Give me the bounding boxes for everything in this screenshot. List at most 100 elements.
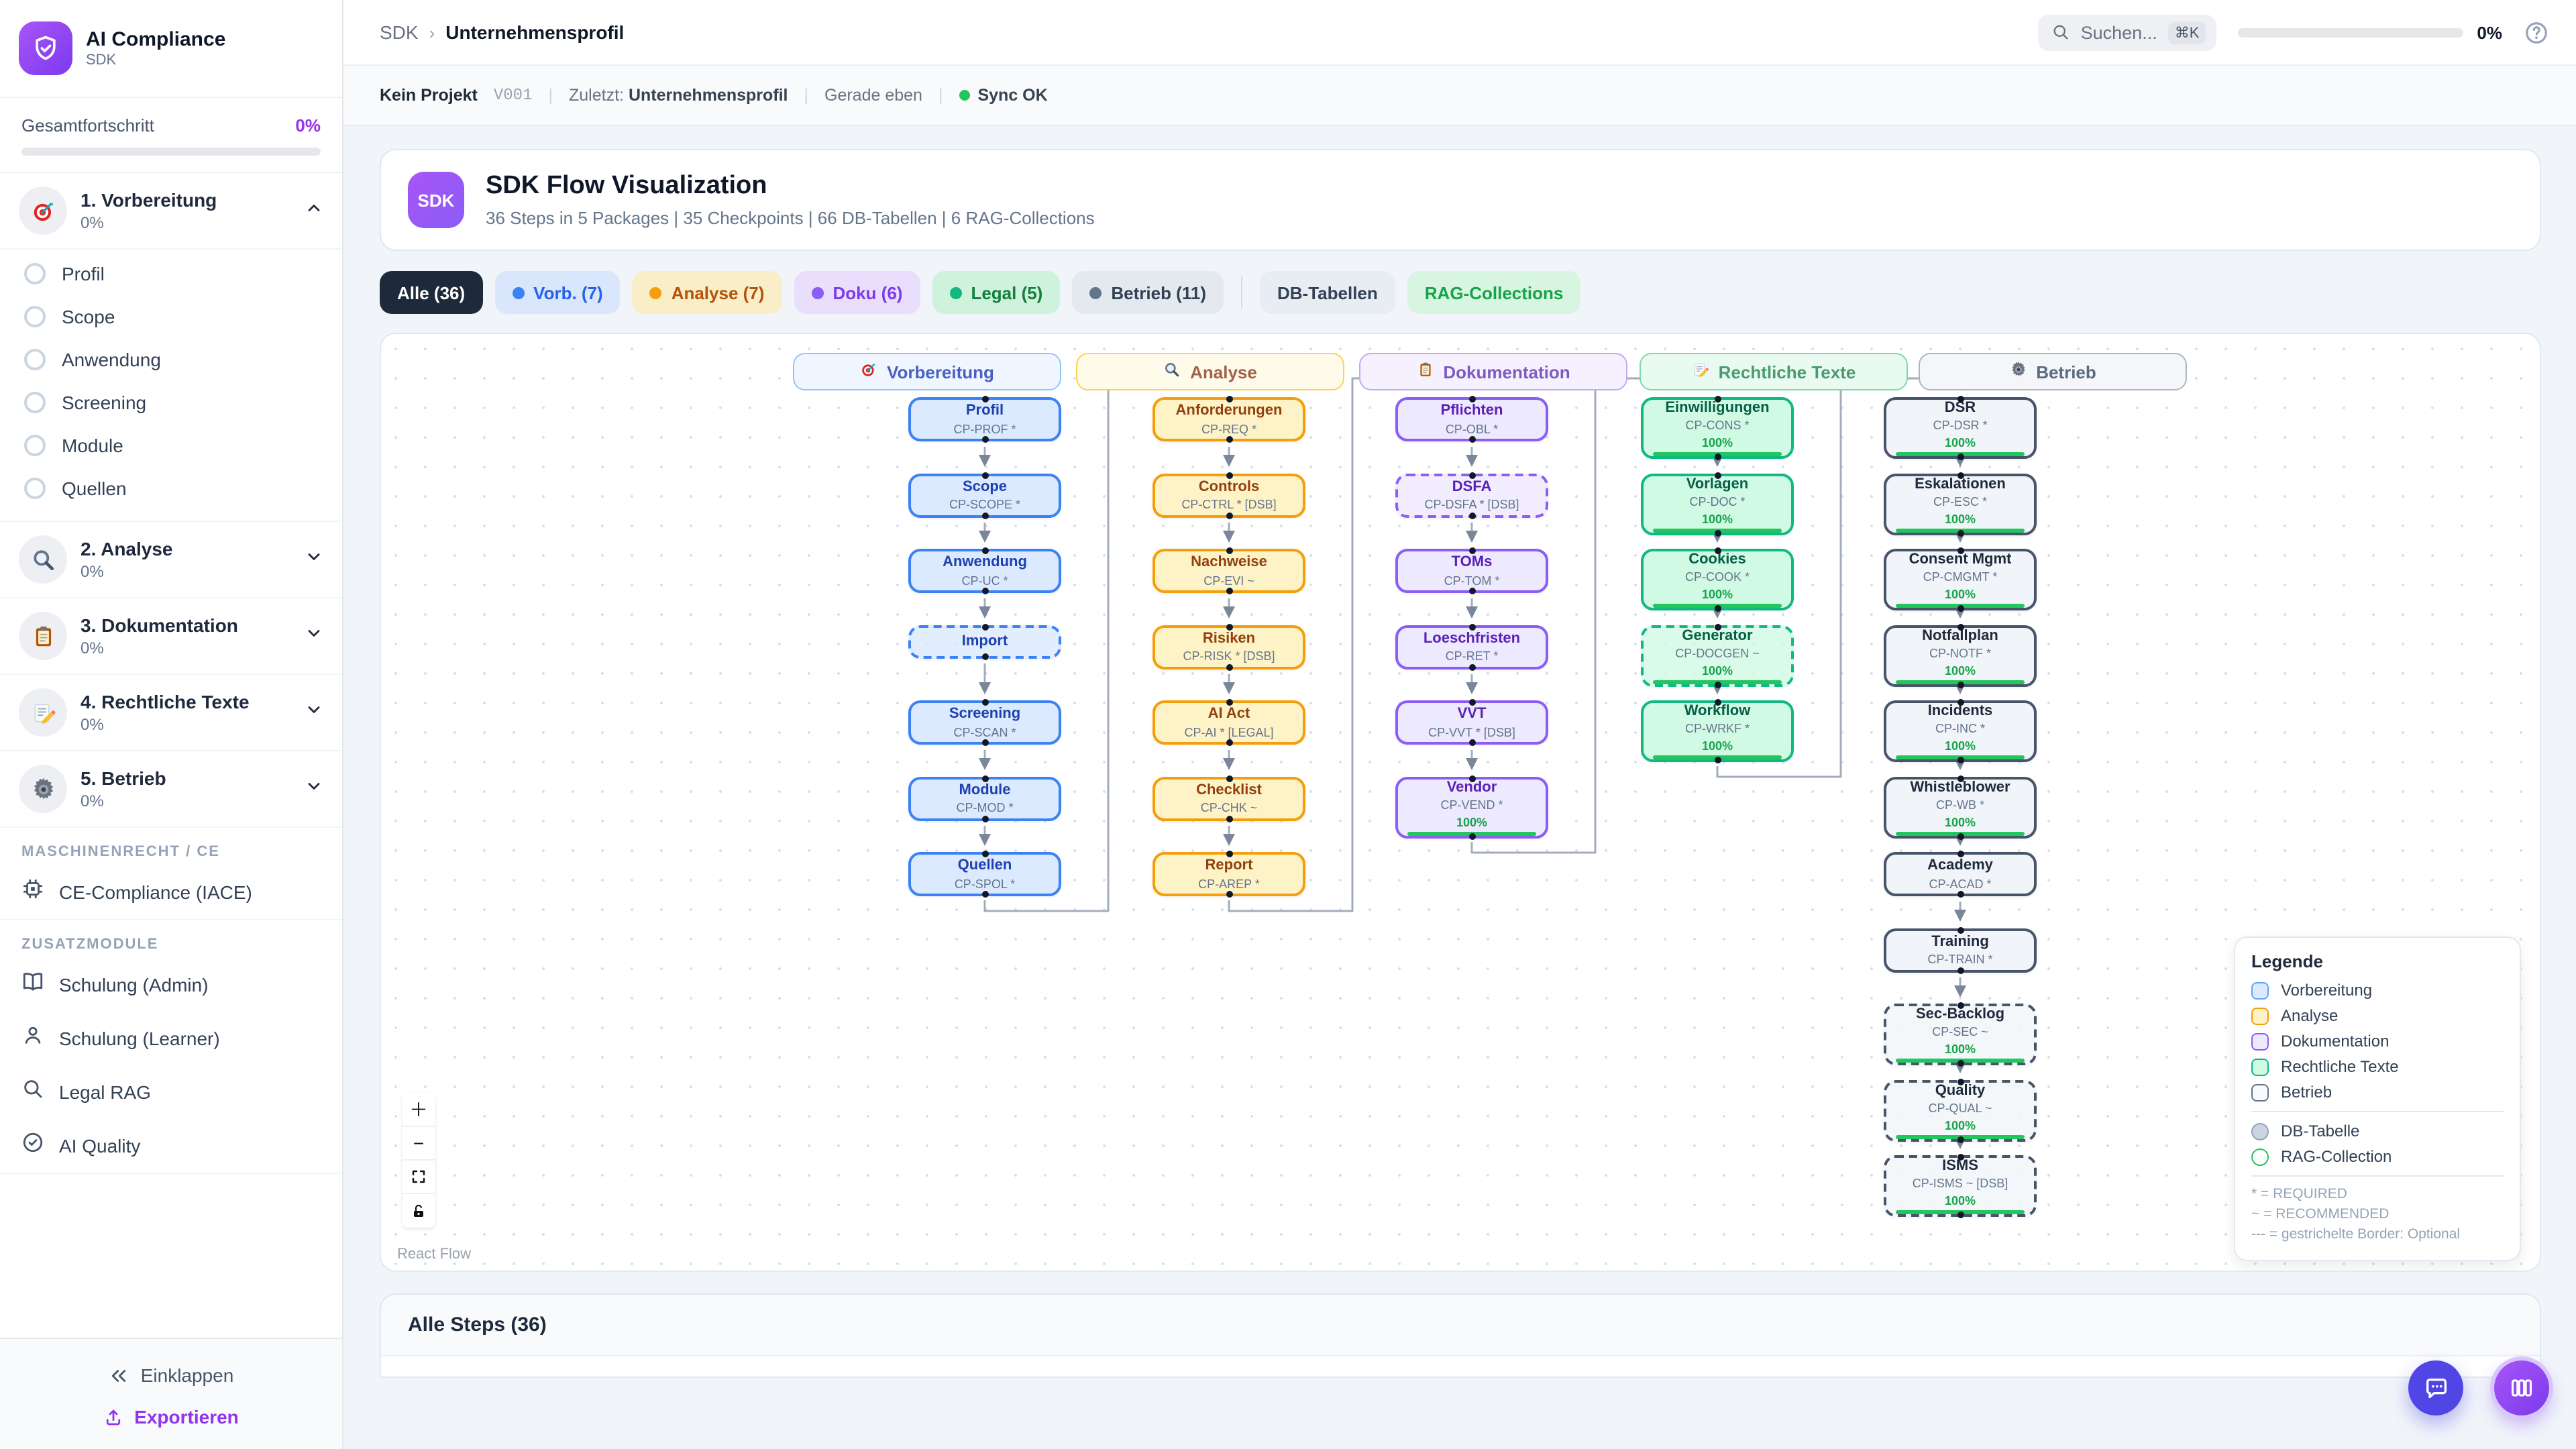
chip-divider — [1241, 276, 1242, 309]
export-button[interactable]: Exportieren — [0, 1395, 342, 1430]
help-icon[interactable] — [2524, 19, 2549, 45]
chat-fab-button[interactable] — [2408, 1360, 2463, 1415]
node-handle — [1468, 699, 1475, 706]
filter-chip-rag-collections[interactable]: RAG-Collections — [1407, 271, 1581, 314]
sidebar-item-legal-rag[interactable]: Legal RAG — [0, 1065, 342, 1119]
collapse-sidebar-button[interactable]: Einklappen — [0, 1355, 342, 1395]
node-handle — [1957, 833, 1964, 839]
node-handle — [1226, 815, 1232, 822]
status-circle-icon — [24, 392, 46, 413]
sidebar-item-schulung-learner-[interactable]: Schulung (Learner) — [0, 1012, 342, 1065]
legend-swatch-icon — [2251, 1007, 2269, 1024]
sidebar-item-quellen[interactable]: Quellen — [0, 467, 342, 510]
package-header-betrieb[interactable]: Betrieb — [1919, 353, 2187, 390]
sidebar-item-screening[interactable]: Screening — [0, 381, 342, 424]
check-circle-icon — [21, 1131, 44, 1161]
zoom-in-button[interactable]: ＋ — [402, 1093, 435, 1127]
sidebar-item-anwendung[interactable]: Anwendung — [0, 338, 342, 381]
steps-table-title: Alle Steps (36) — [408, 1313, 547, 1336]
sidebar-item-scope[interactable]: Scope — [0, 295, 342, 338]
package-header-vorbereitung[interactable]: Vorbereitung — [793, 353, 1061, 390]
search-button[interactable]: Suchen... ⌘K — [2037, 14, 2217, 50]
filter-chip-betrieb-11-[interactable]: Betrieb (11) — [1072, 271, 1224, 314]
sidebar-item-ai-quality[interactable]: AI Quality — [0, 1119, 342, 1173]
package-header-rechtliche-texte[interactable]: Rechtliche Texte — [1640, 353, 1908, 390]
filter-chip-doku-6-[interactable]: Doku (6) — [794, 271, 920, 314]
filter-chip-alle-36-[interactable]: Alle (36) — [380, 271, 483, 314]
package-header-dokumentation[interactable]: Dokumentation — [1359, 353, 1627, 390]
breadcrumb-root[interactable]: SDK — [380, 21, 419, 43]
filter-chip-db-tabellen[interactable]: DB-Tabellen — [1260, 271, 1395, 314]
package-header-analyse[interactable]: Analyse — [1076, 353, 1344, 390]
fit-view-button[interactable] — [402, 1161, 435, 1194]
sync-dot — [959, 90, 970, 101]
lock-button[interactable] — [402, 1194, 435, 1228]
node-handle — [1957, 453, 1964, 460]
node-handle — [1714, 547, 1721, 554]
filter-chip-analyse-7-[interactable]: Analyse (7) — [632, 271, 782, 314]
node-handle — [1714, 699, 1721, 706]
book-icon — [21, 970, 44, 1000]
zoom-out-button[interactable]: − — [402, 1127, 435, 1161]
sidebar-item-ce-compliance-iace-[interactable]: CE-Compliance (IACE) — [0, 865, 342, 919]
node-handle — [1957, 605, 1964, 612]
node-handle — [1957, 681, 1964, 688]
sidebar-item-module[interactable]: Module — [0, 424, 342, 467]
filter-chip-legal-5-[interactable]: Legal (5) — [932, 271, 1061, 314]
sidebar-item-profil[interactable]: Profil — [0, 252, 342, 295]
node-handle — [1226, 623, 1232, 630]
sidebar: AI Compliance SDK Gesamtfortschritt 0% 1… — [0, 0, 343, 1449]
filter-chip-vorb-7-[interactable]: Vorb. (7) — [494, 271, 621, 314]
steps-table-card: Alle Steps (36) — [380, 1293, 2541, 1378]
chevron-down-icon — [305, 623, 323, 649]
sidebar-item-schulung-admin-[interactable]: Schulung (Admin) — [0, 958, 342, 1012]
flow-node-import[interactable]: Import — [908, 623, 1061, 659]
reactflow-attribution[interactable]: React Flow — [397, 1246, 472, 1263]
node-handle — [981, 739, 988, 746]
node-handle — [1468, 512, 1475, 519]
node-handle — [1957, 1078, 1964, 1085]
columns-fab-button[interactable] — [2494, 1360, 2549, 1415]
